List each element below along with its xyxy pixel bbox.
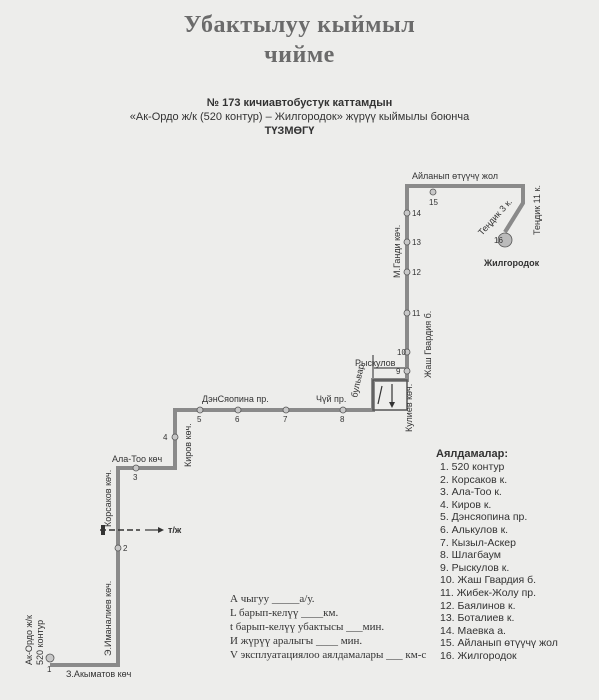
street-label-kuliev: Кулиев көч. [404,384,414,432]
tendik3-line [503,201,525,234]
route-number-heading: № 173 кичиавтобустук каттамдын [206,97,393,109]
stop-number-5: 5 [197,415,202,424]
stop-marker-14 [403,209,411,217]
list-item: 8. Шлагбаум [440,549,501,562]
list-item: 6. Алькулов к. [440,523,509,536]
info-interval: И жүрүү аралыгы ____ мин. [230,635,363,647]
street-label-akordo-1: Ак-Ордо ж/к [24,615,34,665]
stop-number-2: 2 [123,544,128,553]
page-title-line2: чийме [264,42,335,68]
street-label-railway: т/ж [168,525,182,535]
street-label-zhilgorodok: Жилгородок [483,258,540,268]
stop-marker-11 [403,309,411,317]
stop-marker-1 [45,653,55,663]
stop-number-4: 4 [163,433,168,442]
stop-number-15: 15 [429,198,438,207]
street-label-kirov: Киров көч. [183,423,193,467]
stop-number-1: 1 [47,665,52,674]
info-speed: V эксплуатациялоо аялдамалары ___ км-с [230,649,427,661]
turnaround-box [372,379,408,411]
list-item: 16. Жилгородок [440,649,517,662]
stop-number-6: 6 [235,415,240,424]
list-item: 12. Баялинов к. [440,599,516,612]
stop-marker-15 [429,188,437,196]
stop-markers [45,188,513,663]
route-info-block: А чыгуу _____а/у. L барып-келүү ____км. … [230,592,426,662]
stop-number-11: 11 [412,309,421,318]
stop-number-10: 10 [397,348,406,357]
stops-list: 1. 520 контур 2. Корсаков к. 3. Ала-Тоо … [440,461,558,663]
list-item: 1. 520 контур [440,461,505,473]
list-item: 14. Маевка а. [440,624,506,637]
route-scheme-label: ТҮЗМӨГҮ [264,125,315,137]
stop-number-9: 9 [396,367,401,376]
list-item: 11. Жибек-Жолу пр. [440,586,537,599]
stop-marker-2 [114,544,122,552]
stop-number-3: 3 [133,473,138,482]
stop-number-16: 16 [494,236,503,245]
stop-marker-9 [403,367,411,375]
stop-number-8: 8 [340,415,345,424]
stop-number-14: 14 [412,209,421,218]
route-description: «Ак-Ордо ж/к (520 контур) – Жилгородок» … [129,111,470,123]
street-label-aiylanyp: Айланып өтүүчү жол [412,171,498,181]
stop-marker-10 [403,348,411,356]
street-label-chui: Чүй пр. [316,394,346,404]
street-label-tendik11: Теңдик 11 к. [532,185,542,235]
list-item: 7. Кызыл-Аскер [440,536,516,549]
street-label-imanaliev: Э.Иманалиев көч. [103,581,113,656]
stop-marker-4 [171,433,179,441]
stop-marker-8 [339,406,347,414]
list-item: 10. Жаш Гвардия б. [440,574,537,587]
street-label-akhmatov: З.Акыматов көч [66,669,132,679]
street-label-mgandi: М.Ганди көч. [392,225,402,278]
street-label-akordo-2: 520 контур [35,620,45,665]
list-item: 3. Ала-Тоо к. [440,486,502,499]
direction-arrowhead-down [389,402,395,408]
stop-marker-6 [234,406,242,414]
direction-arrow-diag [377,385,383,405]
street-label-tendik3: Теңдик 3 к. [476,197,514,238]
stop-marker-13 [403,238,411,246]
stop-number-13: 13 [412,238,421,247]
stop-number-7: 7 [283,415,288,424]
stop-marker-3 [132,464,140,472]
stops-title: Аялдамалар: [436,448,509,460]
page-title-line1: Убактылуу кыймыл [183,12,416,38]
info-distance: L барып-келүү ____км. [230,607,339,619]
info-departures: А чыгуу _____а/у. [230,593,315,605]
street-label-ryskulov: Рыскулов [355,358,396,368]
street-label-dzerzhinsky: ДэнСяопина пр. [202,394,269,404]
street-label-zhash-gvardiya: Жаш Гвардия б. [423,311,433,378]
list-item: 5. Дэнсяопина пр. [440,511,528,524]
stop-marker-5 [196,406,204,414]
info-trip-time: t барып-келүү убактысы ___мин. [230,621,385,633]
street-label-korsakov: Корсаков көч. [103,470,113,527]
stop-marker-7 [282,406,290,414]
list-item: 2. Корсаков к. [440,473,508,486]
stop-number-12: 12 [412,268,421,277]
stop-marker-16 [497,232,513,248]
railway-arrowhead [158,527,164,533]
list-item: 4. Киров к. [440,498,492,511]
list-item: 15. Айланып өтүүчү жол [440,637,558,650]
list-item: 9. Рыскулов к. [440,561,510,574]
stop-marker-12 [403,268,411,276]
street-label-alatoo: Ала-Тоо көч [112,454,163,464]
street-label-bulvar: бульвар [349,363,366,398]
list-item: 13. Боталиев к. [440,612,515,625]
